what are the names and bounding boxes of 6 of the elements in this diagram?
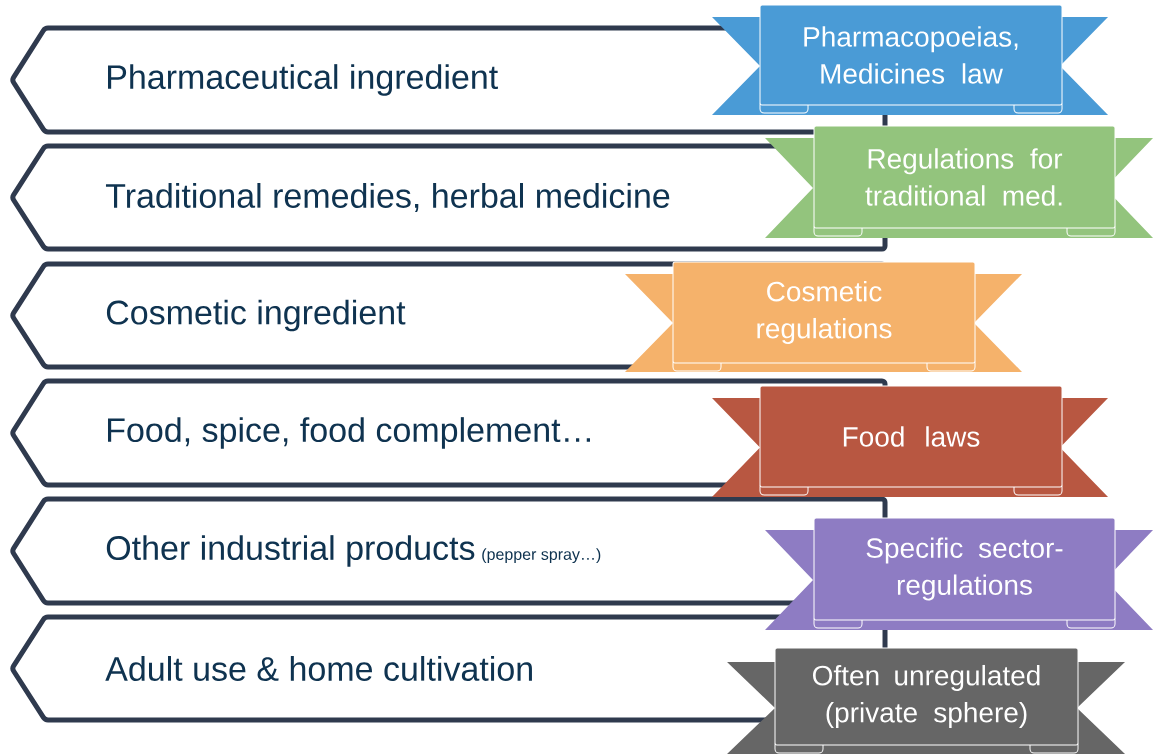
ribbon-banner: Regulations for traditional med. bbox=[765, 125, 1153, 238]
ribbon-banner: Specific sector-regulations bbox=[765, 517, 1153, 630]
ribbon-banner: Food laws bbox=[712, 385, 1108, 497]
ribbon-banner: Cosmetic regulations bbox=[625, 261, 1022, 372]
ribbon-banner: Pharmacopoeias, Medicines law bbox=[712, 4, 1108, 115]
ribbon-banner: Often unregulated (private sphere) bbox=[727, 647, 1125, 754]
